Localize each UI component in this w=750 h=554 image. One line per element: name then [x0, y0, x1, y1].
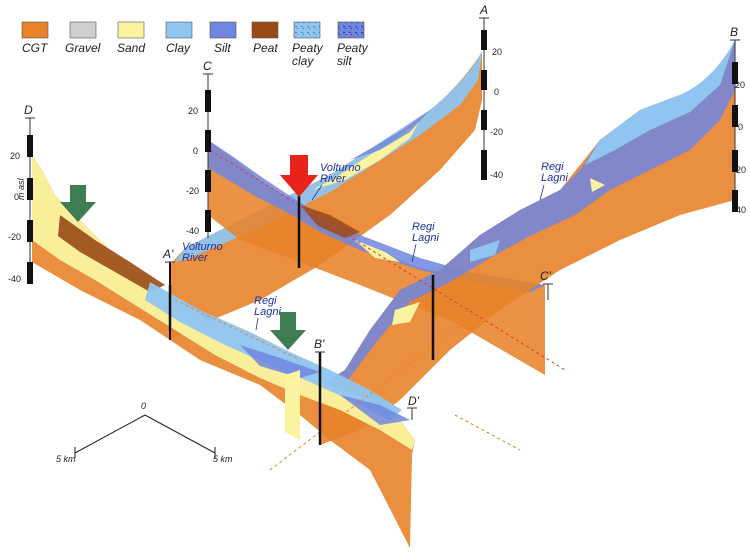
- green-arrow-1: [60, 185, 96, 222]
- volturno-1-line1: Volturno: [320, 162, 361, 174]
- pole-d-tick-20: 20: [10, 151, 20, 161]
- pole-a-tick-minus40: -40: [490, 170, 503, 180]
- legend-item-sand: Sand: [117, 21, 145, 55]
- section-trace-lines: [174, 149, 566, 471]
- pole-b-tick-minus40: -40: [733, 205, 746, 215]
- section-label-c: C: [203, 59, 212, 73]
- annotation-volturno-river-1: Volturno River: [311, 162, 364, 201]
- legend-label-peaty-clay: Peaty clay: [292, 41, 326, 68]
- pole-c-tick-0: 0: [193, 146, 198, 156]
- red-arrow: [280, 155, 318, 197]
- pole-d: D 20 0 -20 -40 m asl: [8, 103, 35, 284]
- regi-2-line1: Regi: [412, 221, 435, 233]
- section-label-b: B: [730, 25, 738, 39]
- pole-b-tick-0: 0: [738, 122, 743, 132]
- regi-3-line1: Regi: [254, 295, 277, 307]
- legend-label-peaty-silt: Peaty silt: [337, 41, 371, 68]
- regi-2-line2: Lagni: [412, 232, 439, 244]
- svg-text:Regi Lagni: Regi Lagni: [254, 295, 281, 318]
- annotation-volturno-river-2: Volturno River: [182, 241, 226, 264]
- pole-c-prime: C': [540, 269, 553, 300]
- pole-a: A 20 0 -20 -40: [479, 3, 503, 180]
- regi-3-line2: Lagni: [254, 306, 281, 318]
- pole-d-tick-0: 0: [14, 192, 19, 202]
- volturno-1-line2: River: [320, 173, 347, 185]
- legend-item-peat: Peat: [251, 21, 278, 55]
- pole-b-tick-minus20: -20: [733, 165, 746, 175]
- legend-label-sand: Sand: [117, 41, 145, 55]
- legend-label-silt: Silt: [214, 41, 231, 55]
- annotation-regi-lagni-3: Regi Lagni: [254, 295, 281, 331]
- pole-c: C 20 0 -20 -40: [186, 59, 213, 238]
- section-label-b-prime: B': [314, 337, 325, 351]
- regi-1-line2: Lagni: [541, 172, 568, 184]
- pole-b: B 20 0 -20 -40: [730, 25, 746, 215]
- legend-label-peaty-silt-line2: silt: [337, 54, 352, 68]
- svg-text:Regi Lagni: Regi Lagni: [412, 221, 439, 244]
- pole-a-tick-20: 20: [492, 47, 502, 57]
- pole-b-prime: B': [314, 337, 325, 445]
- pole-c-tick-minus40: -40: [186, 226, 199, 236]
- pole-d-prime: D': [407, 394, 420, 420]
- svg-text:Volturno River: Volturno River: [320, 162, 364, 185]
- svg-text:Volturno River: Volturno River: [182, 241, 226, 264]
- legend: CGT Gravel Sand Clay Silt Peat Peaty cla…: [21, 21, 371, 68]
- pole-a-tick-0: 0: [494, 87, 499, 97]
- section-label-d-prime: D': [408, 394, 420, 408]
- legend-item-clay: Clay: [165, 21, 193, 55]
- pole-c-tick-20: 20: [188, 106, 198, 116]
- section-a-a-prime: [170, 52, 482, 340]
- pole-b-tick-20: 20: [735, 80, 745, 90]
- legend-label-gravel: Gravel: [65, 41, 101, 55]
- section-b-b-prime: [320, 40, 735, 445]
- scale-left-label: 5 km: [56, 454, 76, 464]
- legend-label-peaty-silt-line1: Peaty: [337, 41, 369, 55]
- legend-label-peaty-clay-line1: Peaty: [292, 41, 324, 55]
- svg-text:Regi Lagni: Regi Lagni: [541, 161, 568, 184]
- scale-right-label: 5 km: [213, 454, 233, 464]
- pole-c-tick-minus20: -20: [186, 186, 199, 196]
- section-label-a: A: [479, 3, 488, 17]
- section-label-d: D: [24, 103, 33, 117]
- pole-d-tick-minus20: -20: [8, 232, 21, 242]
- legend-label-peaty-clay-line2: clay: [292, 54, 314, 68]
- green-arrow-2: [270, 312, 306, 350]
- pole-a-tick-minus20: -20: [490, 127, 503, 137]
- section-label-c-prime: C': [540, 269, 552, 283]
- pole-d-tick-minus40: -40: [8, 274, 21, 284]
- scale-origin: 0: [141, 401, 146, 411]
- regi-1-line1: Regi: [541, 161, 564, 173]
- volturno-2-line1: Volturno: [182, 241, 223, 253]
- legend-item-peaty-clay: Peaty clay: [292, 21, 326, 68]
- legend-label-cgt: CGT: [22, 41, 49, 55]
- annotation-regi-lagni-1: Regi Lagni: [539, 161, 568, 201]
- annotation-regi-lagni-2: Regi Lagni: [411, 221, 439, 263]
- pole-d-unit: m asl: [16, 177, 26, 200]
- legend-item-gravel: Gravel: [65, 21, 101, 55]
- legend-item-peaty-silt: Peaty silt: [337, 21, 371, 68]
- legend-item-silt: Silt: [209, 21, 237, 55]
- volturno-2-line2: River: [182, 252, 209, 264]
- section-label-a-prime: A': [162, 247, 174, 261]
- scale-indicator: 0 5 km 5 km: [56, 401, 233, 464]
- legend-item-cgt: CGT: [21, 21, 49, 55]
- legend-label-peat: Peat: [253, 41, 278, 55]
- legend-label-clay: Clay: [166, 41, 191, 55]
